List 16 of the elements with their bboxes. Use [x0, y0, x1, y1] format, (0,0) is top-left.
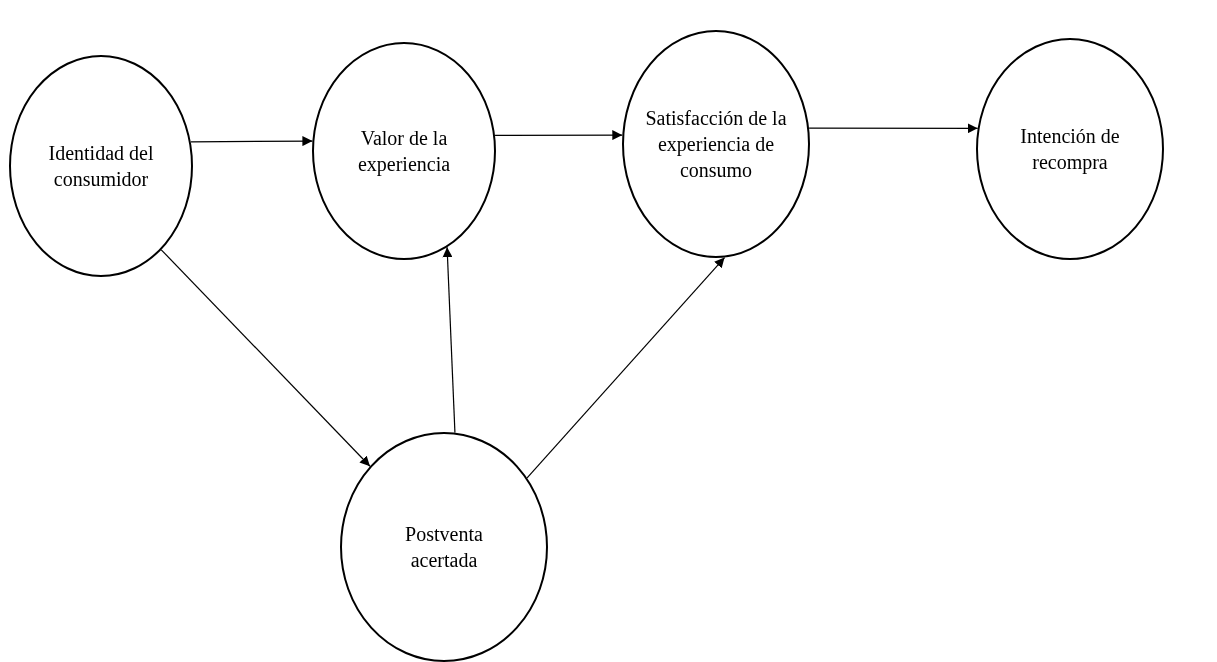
concept-ellipse	[312, 42, 496, 260]
concept-label: Identidad del consumidor	[47, 141, 155, 192]
concept-ellipse	[9, 55, 193, 277]
arrow	[808, 123, 979, 134]
arrow	[526, 256, 726, 479]
concept-label: Satisfacción de la experiencia de consumo	[644, 106, 788, 183]
arrow	[160, 249, 371, 467]
concept-ellipse	[976, 38, 1164, 260]
concept-ellipse	[622, 30, 810, 258]
concept-label: Valor de la experiencia	[356, 126, 452, 177]
arrow	[494, 130, 623, 141]
arrow	[442, 246, 456, 434]
concept-label: Intención de recompra	[1019, 124, 1121, 175]
concept-label: Postventa acertada	[404, 522, 484, 573]
arrow	[190, 136, 313, 147]
concept-ellipse	[340, 432, 548, 662]
